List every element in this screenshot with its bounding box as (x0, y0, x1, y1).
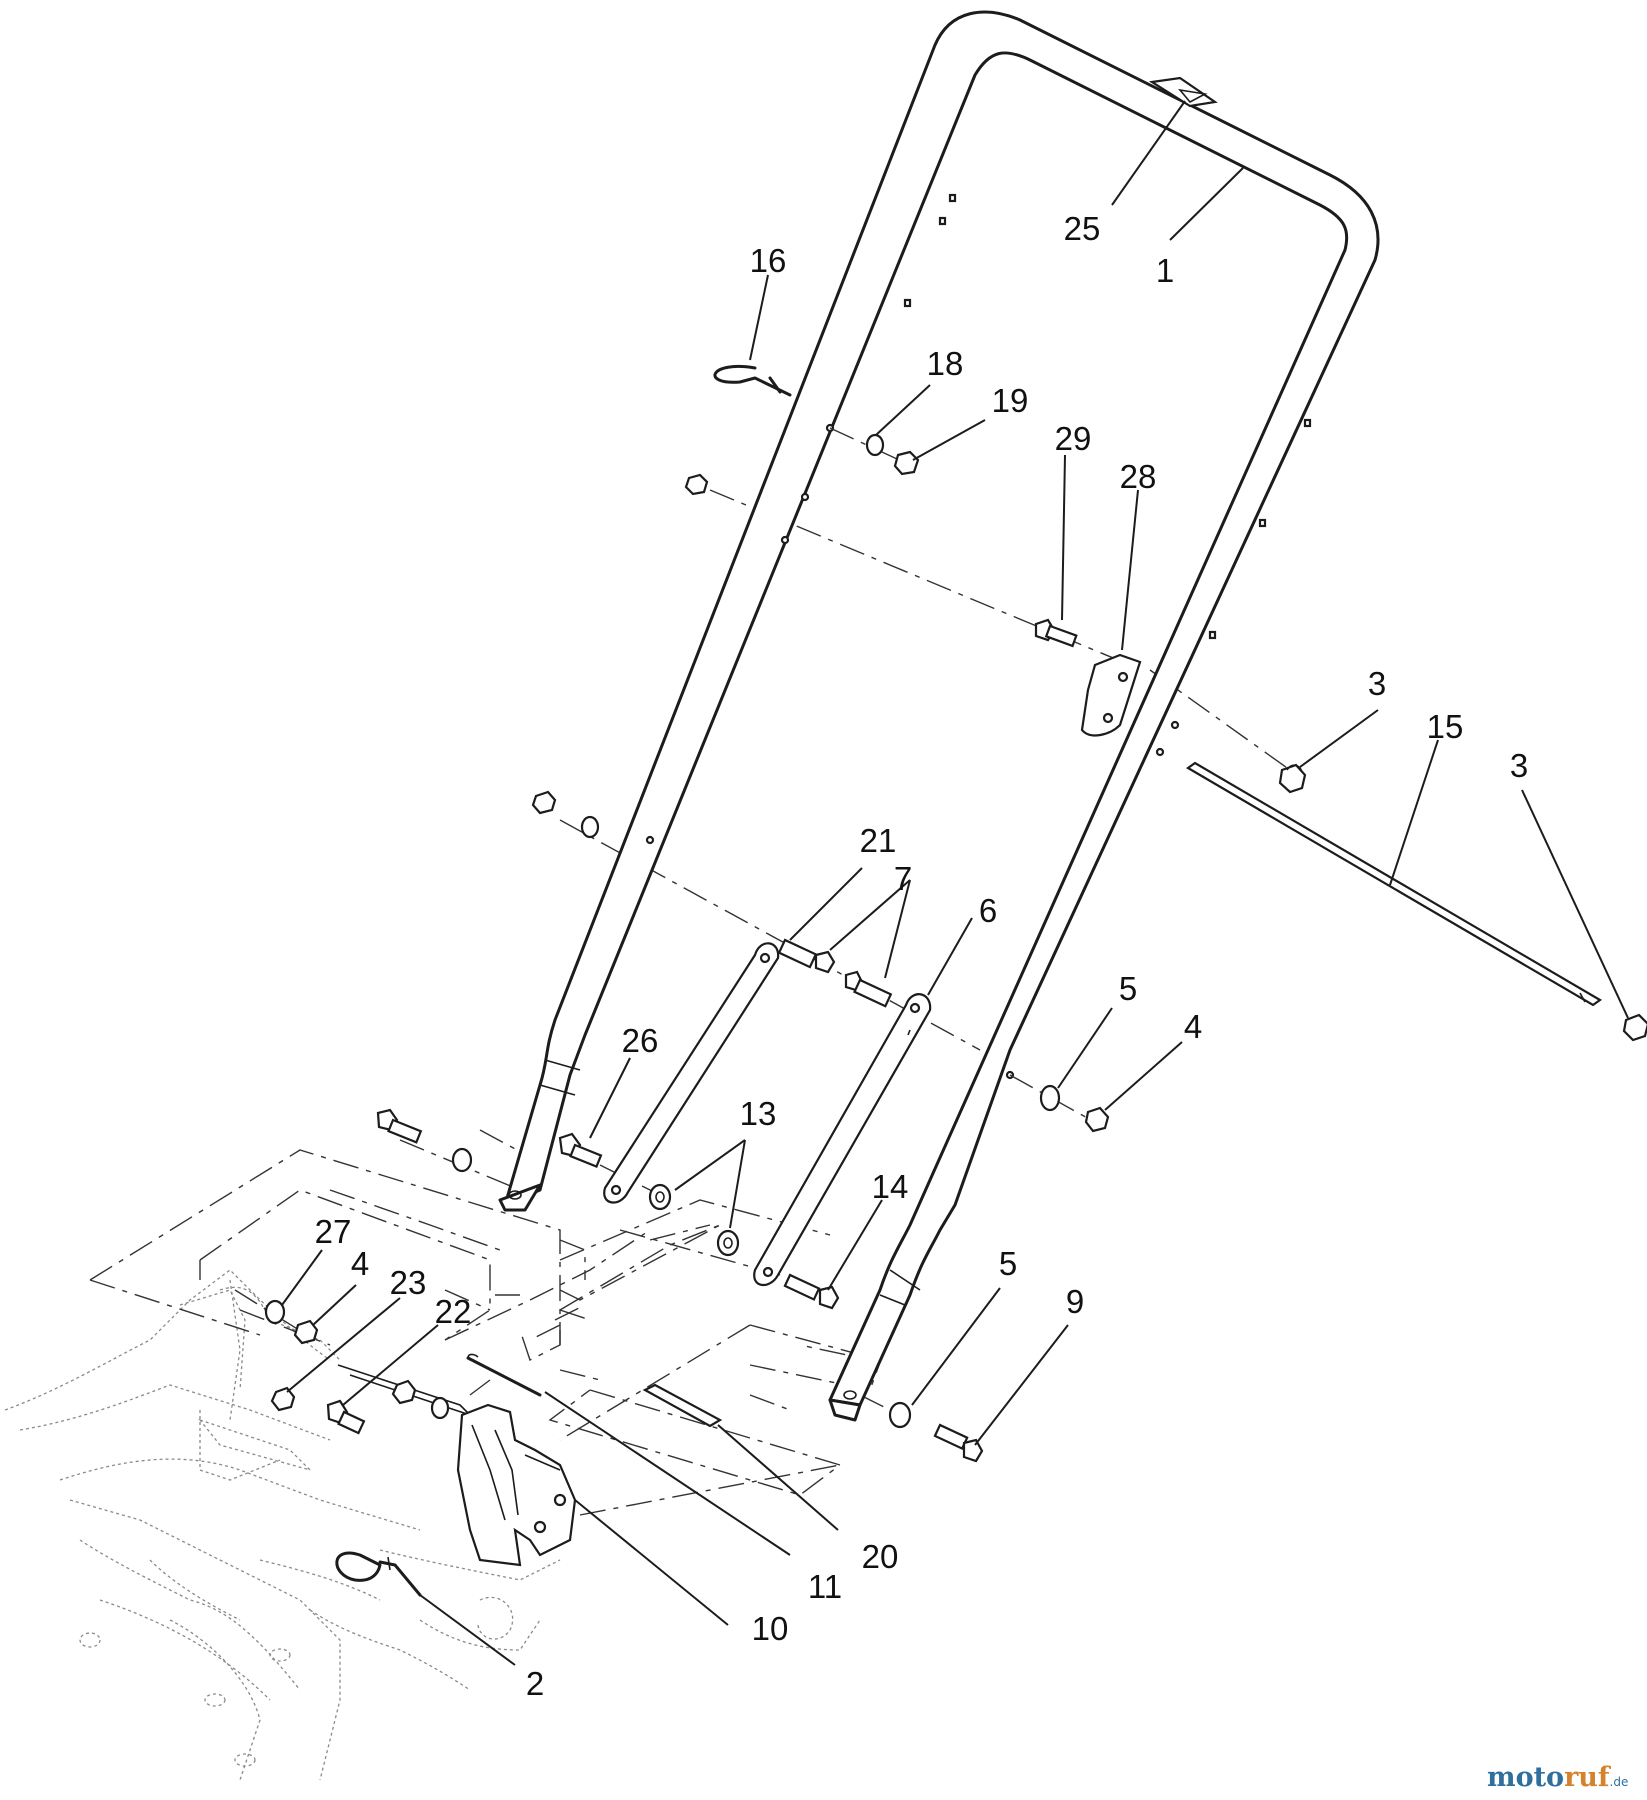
washer-27-and-nut-4-left (234, 1289, 319, 1345)
callout-7: 7 (894, 860, 912, 897)
link-21 (603, 942, 780, 1204)
spacer-13-left (648, 1183, 672, 1211)
callout-3-upper: 3 (1368, 665, 1386, 702)
main-handle (498, 10, 1380, 1422)
callout-11: 11 (808, 1568, 842, 1605)
callout-14: 14 (872, 1168, 909, 1205)
callout-23: 23 (390, 1264, 427, 1301)
callout-15: 15 (1427, 708, 1464, 745)
nut-and-washer-left (531, 790, 600, 839)
bracket-28 (1080, 653, 1142, 737)
nut-top-left (684, 473, 709, 496)
watermark-part-2: ruf (1564, 1762, 1612, 1793)
bolt-22 (326, 1399, 366, 1435)
washer-18-and-nut-19 (829, 427, 920, 476)
callout-20: 20 (862, 1538, 899, 1575)
mount-bracket-10 (456, 1403, 577, 1567)
leader-lines (281, 100, 1629, 1666)
svg-text:motoruf.de: motoruf.de (1487, 1762, 1628, 1793)
washer-5-and-bolt-9 (888, 1401, 984, 1463)
rod-15 (1185, 761, 1603, 1007)
spacer-13-right (716, 1229, 740, 1257)
watermark-part-1: moto (1487, 1762, 1564, 1793)
link-6 (753, 993, 932, 1286)
acorn-nut-3-lower (1622, 1013, 1647, 1042)
bolt-and-washer-left (376, 1108, 473, 1173)
nut-23 (270, 1386, 296, 1412)
bolt-7-upper (777, 938, 836, 974)
cable-guide-16 (713, 365, 792, 397)
callout-labels: 1 25 16 18 19 29 28 3 15 3 21 7 6 5 4 26… (315, 210, 1529, 1702)
bolt-26 (558, 1132, 603, 1169)
callout-4-left: 4 (351, 1245, 369, 1282)
assembly-plane-lines (89, 1129, 881, 1516)
callout-5-lower: 5 (999, 1245, 1017, 1282)
callout-21: 21 (860, 822, 897, 859)
callout-9: 9 (1066, 1283, 1084, 1320)
callout-26: 26 (622, 1022, 659, 1059)
callout-16: 16 (750, 242, 787, 279)
bolt-29 (1034, 618, 1078, 648)
washer-5-and-nut-4-right (1009, 1074, 1110, 1133)
callout-4-right: 4 (1184, 1008, 1202, 1045)
callout-3-lower: 3 (1510, 747, 1528, 784)
callout-6: 6 (979, 892, 997, 929)
callout-28: 28 (1120, 458, 1157, 495)
callout-27: 27 (315, 1213, 352, 1250)
callout-10: 10 (752, 1610, 789, 1647)
spring-clip-11 (466, 1353, 542, 1397)
bolt-7-lower (844, 970, 893, 1008)
callout-1: 1 (1156, 252, 1174, 289)
callout-25: 25 (1064, 210, 1101, 247)
callout-2: 2 (526, 1665, 544, 1702)
acorn-nut-3-upper (1278, 763, 1307, 794)
decal-25 (1148, 76, 1218, 108)
decal-20 (642, 1383, 723, 1428)
nut-and-washer-bracket (391, 1379, 450, 1420)
watermark-suffix: .de (1610, 1775, 1629, 1789)
callout-19: 19 (992, 382, 1029, 419)
callout-18: 18 (927, 345, 964, 382)
callout-29: 29 (1055, 420, 1092, 457)
callout-5-upper: 5 (1119, 970, 1137, 1007)
retaining-pin-2 (335, 1551, 422, 1597)
callout-13: 13 (740, 1095, 777, 1132)
watermark-logo: motoruf.de (1487, 1762, 1628, 1793)
callout-22: 22 (435, 1293, 472, 1330)
bolt-14 (783, 1273, 840, 1310)
